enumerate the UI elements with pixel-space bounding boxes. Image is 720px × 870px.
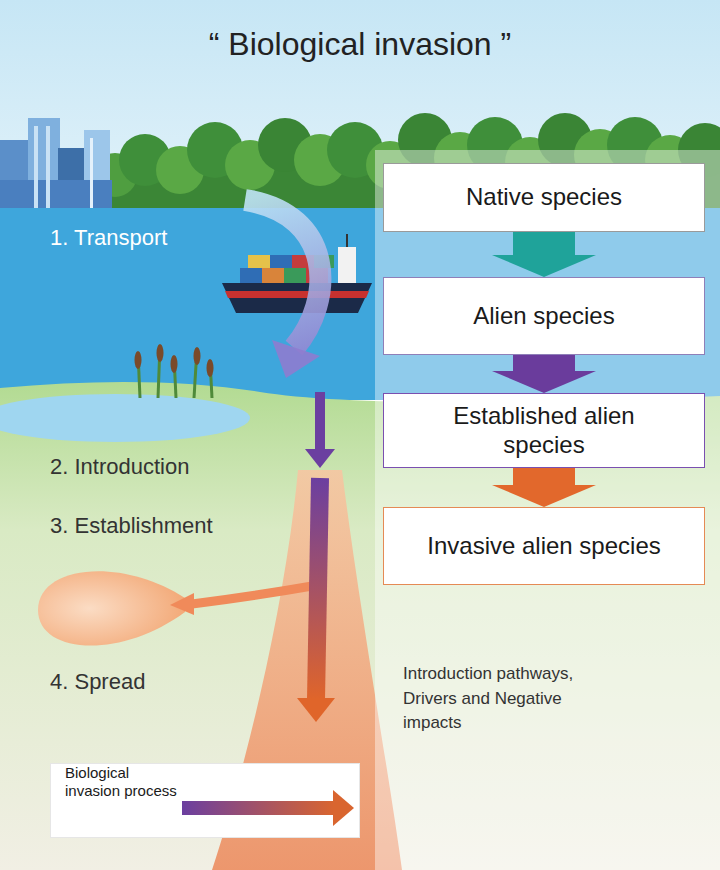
pond [0,394,250,442]
species-box: Native species [383,163,705,232]
panel-overlay [375,150,720,870]
note-text: Introduction pathways, Drivers and Negat… [403,662,608,736]
cattail [135,351,142,369]
transport-arrow [245,200,320,348]
stage-label: 1. Transport [50,222,167,254]
spread-arrow [316,478,320,700]
species-box: Alien species [383,277,705,355]
mast [346,234,348,248]
reeds [135,344,214,398]
cattail [171,355,178,373]
transport-arrow-head [272,340,320,378]
diagram-title: “ Biological invasion ” [0,26,720,63]
container [240,268,262,283]
species-box: Established alien species [383,393,705,468]
legend-box: Biological invasion process [50,763,360,838]
cattail [157,344,164,362]
window-stripe [46,126,50,211]
window-stripe [90,138,93,208]
node-text: Alien species [473,302,614,331]
cattail [207,359,214,377]
container [262,268,284,283]
ship-hull [222,283,372,313]
flow-arrow [513,355,575,371]
introduction-arrow [315,392,325,450]
hull-stripe [225,291,369,298]
species-box: Invasive alien species [383,507,705,585]
stage-label: 3. Establishment [50,510,213,542]
window-stripe [34,126,38,211]
spread-blob [38,571,185,645]
container [284,268,306,283]
cattail [194,347,201,365]
stage-label: 2. Introduction [50,451,189,483]
introduction-arrow-head [305,449,335,468]
branch-arrow-head [170,593,194,615]
flow-arrow [513,468,575,485]
branch-arrow [192,585,318,604]
node-text: Established alien species [424,402,664,460]
spread-arrow-head [297,698,335,722]
stage-label: 4. Spread [50,666,145,698]
flow-arrow [513,232,575,255]
node-text: Native species [466,183,622,212]
city-skyline [0,118,112,215]
ship-bridge [338,247,356,283]
node-text: Biological invasion process [65,764,185,800]
container [248,255,270,268]
container [270,255,292,268]
cargo-ship [222,234,372,313]
node-text: Invasive alien species [427,532,660,561]
